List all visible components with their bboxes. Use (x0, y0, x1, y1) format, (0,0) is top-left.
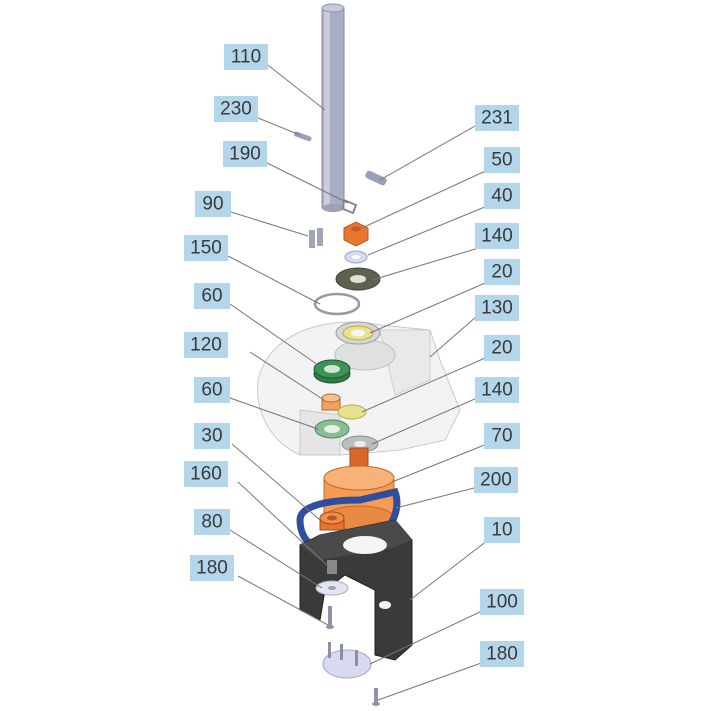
callout-30: 30 (194, 423, 230, 449)
callout-140-bottom: 140 (475, 377, 519, 403)
callout-label: 180 (486, 644, 518, 665)
callout-40: 40 (484, 183, 520, 209)
callout-label: 50 (491, 150, 512, 171)
callout-231: 231 (475, 105, 519, 131)
bearing-part-20-bottom (337, 404, 367, 420)
callout-120: 120 (184, 332, 228, 358)
shaft-part-110 (321, 3, 345, 212)
callout-label: 60 (201, 380, 222, 401)
pins-part-90 (309, 228, 323, 248)
callout-label: 130 (481, 298, 513, 319)
bushing-part-120 (321, 393, 341, 411)
callout-label: 230 (220, 99, 252, 120)
callout-200: 200 (474, 467, 518, 493)
callout-70: 70 (484, 423, 520, 449)
callout-label: 90 (202, 194, 223, 215)
callout-label: 40 (491, 186, 512, 207)
callout-10: 10 (484, 517, 520, 543)
callout-label: 60 (201, 286, 222, 307)
callout-label: 231 (481, 108, 513, 129)
screw-part-180-lower (372, 688, 380, 706)
circlip-part-150 (313, 292, 361, 316)
callout-160: 160 (184, 461, 228, 487)
callout-140-top: 140 (475, 223, 519, 249)
clip-part-190 (341, 198, 358, 215)
seal-part-60-top (313, 359, 351, 384)
disc-part-80 (315, 580, 349, 596)
bracket-part-10 (299, 519, 413, 661)
callout-130: 130 (475, 295, 519, 321)
screw-part-180-upper (326, 606, 334, 629)
callout-190: 190 (223, 141, 267, 167)
callout-label: 80 (201, 512, 222, 533)
pin-part-230 (294, 131, 312, 142)
callout-label: 150 (190, 238, 222, 259)
callout-60-top: 60 (194, 283, 230, 309)
callout-110: 110 (224, 44, 268, 70)
callout-label: 140 (481, 380, 513, 401)
callout-180-upper: 180 (190, 555, 234, 581)
callout-label: 180 (196, 558, 228, 579)
callout-180-lower: 180 (480, 641, 524, 667)
callout-100: 100 (480, 589, 524, 615)
nut-part-50 (343, 221, 369, 247)
washer-part-40 (344, 250, 368, 264)
leader-lines (227, 61, 493, 701)
callout-60-bottom: 60 (194, 377, 230, 403)
callout-50: 50 (484, 147, 520, 173)
callout-label: 120 (190, 335, 222, 356)
callout-label: 200 (480, 470, 512, 491)
callout-label: 110 (231, 47, 261, 68)
callout-80: 80 (194, 509, 230, 535)
callout-label: 190 (229, 144, 261, 165)
callout-label: 20 (491, 262, 512, 283)
callout-90: 90 (195, 191, 231, 217)
bearing-part-20-top (335, 321, 381, 345)
callout-150: 150 (184, 235, 228, 261)
callout-label: 30 (201, 426, 222, 447)
callout-label: 140 (481, 226, 513, 247)
seal-part-60-bottom (314, 419, 350, 439)
callout-230: 230 (214, 96, 258, 122)
pin-part-231 (365, 170, 387, 186)
pulley-part-30 (319, 511, 345, 531)
plate-part-100 (322, 642, 372, 679)
callout-label: 20 (491, 338, 512, 359)
callout-label: 10 (491, 520, 512, 541)
callout-20-bottom: 20 (484, 335, 520, 361)
seal-part-140-top (335, 267, 381, 291)
callout-label: 100 (486, 592, 518, 613)
callout-label: 160 (190, 464, 222, 485)
callout-20-top: 20 (484, 259, 520, 285)
spacer-part-160 (327, 560, 337, 574)
callout-label: 70 (491, 426, 512, 447)
